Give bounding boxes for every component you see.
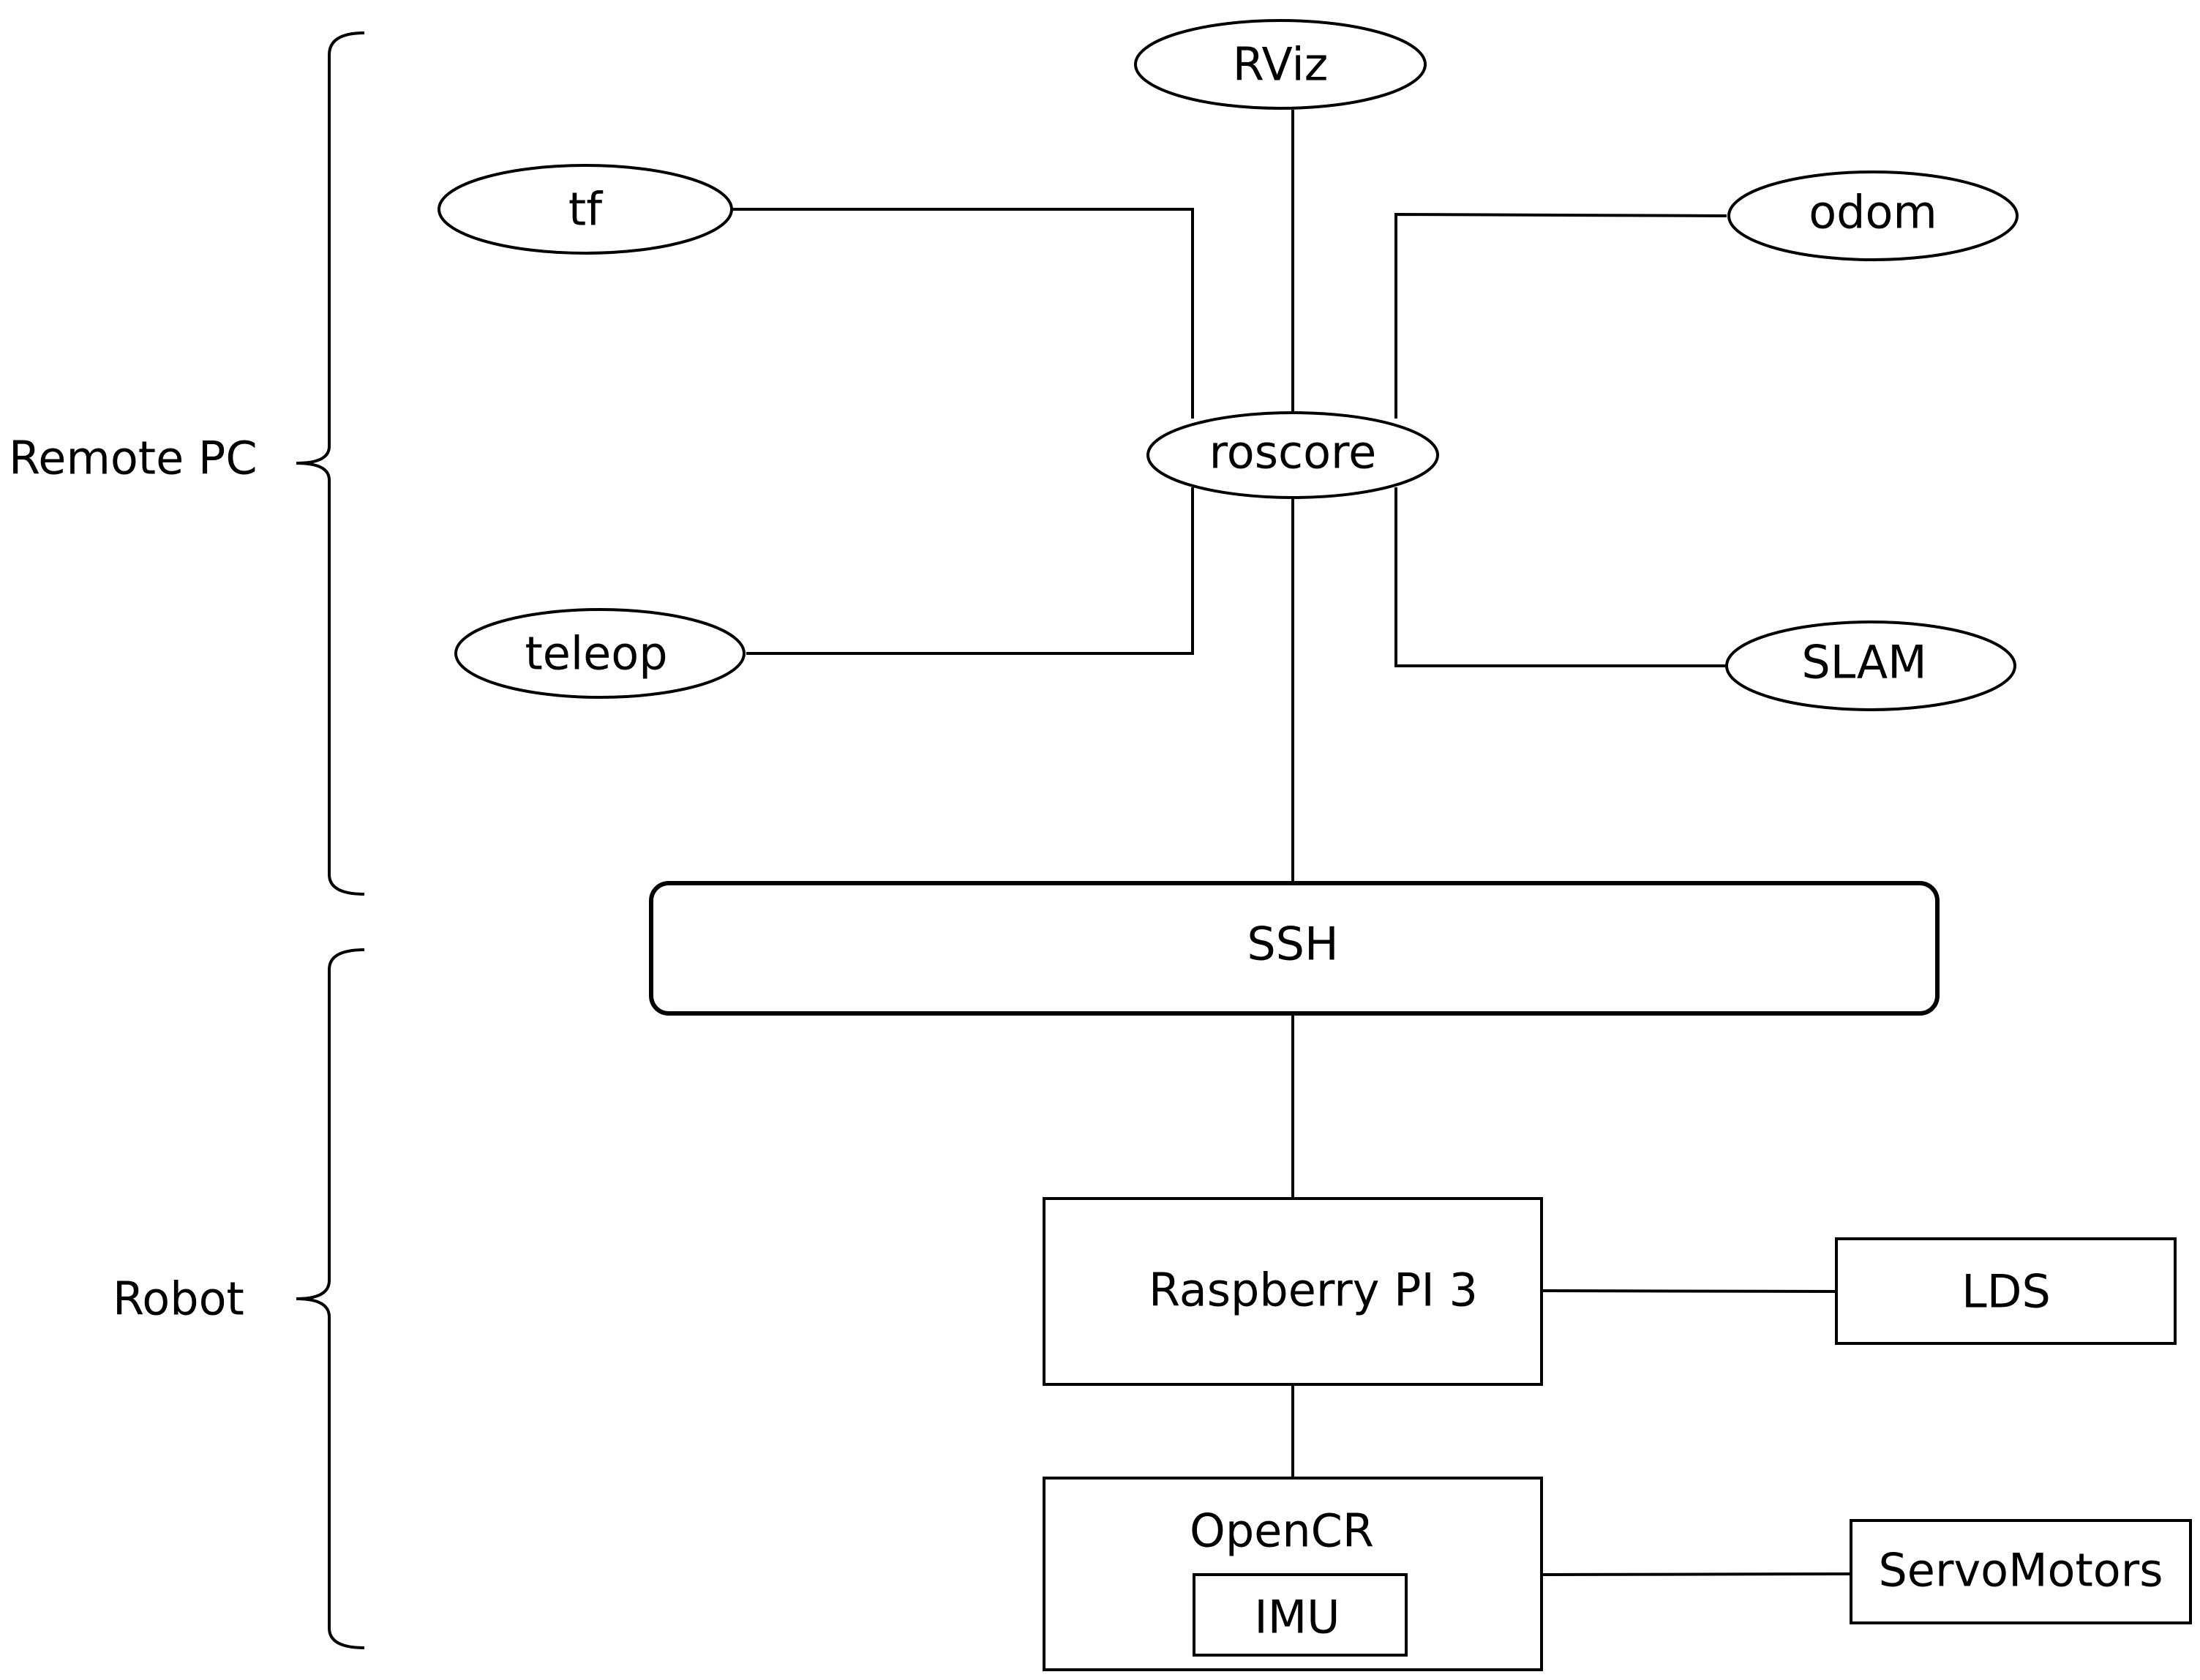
- node-odom-label: odom: [1809, 186, 1937, 239]
- node-lds: LDS: [1835, 1237, 2177, 1345]
- node-servo-shape: [1850, 1519, 2192, 1624]
- node-slam-label: SLAM: [1801, 636, 1926, 689]
- node-odom: odom: [1727, 170, 2019, 261]
- node-rviz-shape: [1134, 19, 1427, 110]
- brace-remote-pc: [296, 31, 365, 896]
- node-ssh-label: SSH: [1247, 918, 1338, 971]
- node-odom-shape: [1727, 170, 2019, 261]
- edge-slam-roscore: [1394, 487, 1727, 667]
- node-teleop-label: teleop: [525, 627, 667, 680]
- node-roscore-shape: [1146, 411, 1439, 499]
- node-tf: tf: [438, 164, 733, 255]
- node-slam: SLAM: [1725, 620, 2016, 711]
- edge-tf-roscore: [732, 208, 1194, 419]
- node-raspberry-shape: [1043, 1197, 1543, 1386]
- node-raspberry: Raspberry PI 3: [1043, 1197, 1543, 1386]
- node-teleop: teleop: [454, 608, 746, 699]
- node-ssh: SSH: [649, 881, 1940, 1016]
- edge-odom-roscore: [1394, 212, 1727, 419]
- group-label-remote-pc: Remote PC: [9, 432, 258, 485]
- node-rviz: RViz: [1134, 19, 1427, 110]
- group-label-robot: Robot: [113, 1272, 244, 1326]
- node-slam-shape: [1725, 620, 2016, 711]
- edge-teleop-roscore: [746, 487, 1194, 655]
- node-servo-label: ServoMotors: [1878, 1544, 2163, 1597]
- node-raspberry-label: Raspberry PI 3: [1149, 1264, 1478, 1317]
- node-rviz-label: RViz: [1233, 38, 1329, 91]
- node-tf-shape: [438, 164, 733, 255]
- node-teleop-shape: [454, 608, 746, 699]
- node-imu-label: IMU: [1254, 1591, 1340, 1644]
- node-imu-shape: [1193, 1573, 1408, 1657]
- node-roscore-label: roscore: [1209, 426, 1377, 479]
- node-ssh-shape: [649, 881, 1940, 1016]
- edge-opencr-servo: [1541, 1572, 1852, 1576]
- node-opencr: OpenCR IMU: [1043, 1477, 1543, 1671]
- node-opencr-label: OpenCR: [1190, 1504, 1374, 1558]
- node-tf-label: tf: [568, 183, 604, 236]
- node-lds-label: LDS: [1961, 1265, 2051, 1319]
- node-roscore: roscore: [1146, 411, 1439, 499]
- node-servo: ServoMotors: [1850, 1519, 2192, 1624]
- node-lds-shape: [1835, 1237, 2177, 1345]
- connectors: [732, 110, 1852, 1576]
- group-braces: Remote PC Robot: [9, 31, 365, 1649]
- brace-robot: [296, 948, 365, 1649]
